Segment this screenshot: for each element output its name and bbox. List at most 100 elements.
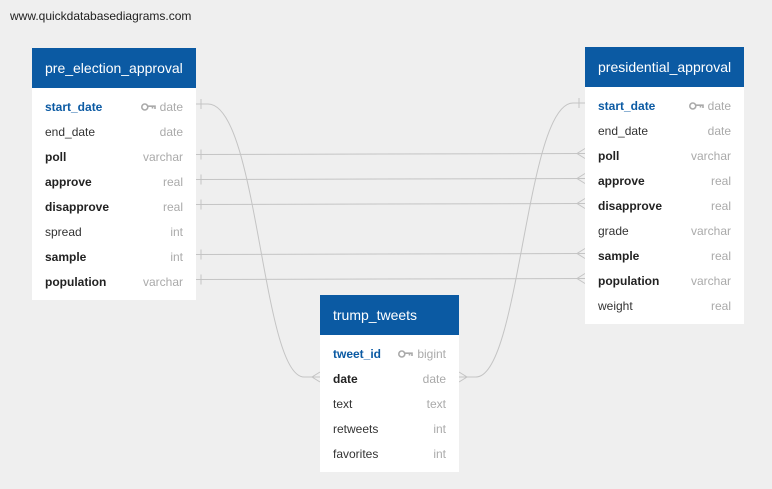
column-name: end_date <box>598 123 649 138</box>
column-name: text <box>333 396 353 411</box>
column-row[interactable]: text text <box>320 391 459 416</box>
column-row[interactable]: population varchar <box>585 268 744 293</box>
column-name: weight <box>598 298 633 313</box>
column-type-label: real <box>162 174 183 189</box>
column-row[interactable]: end_date date <box>585 118 744 143</box>
column-type: real <box>711 299 731 313</box>
watermark-text: www.quickdatabasediagrams.com <box>10 9 192 23</box>
column-type: varchar <box>143 275 183 289</box>
column-name: tweet_id <box>333 346 382 361</box>
column-type: real <box>711 249 731 263</box>
table-title[interactable]: presidential_approval <box>585 47 744 87</box>
column-row[interactable]: spread int <box>32 219 196 244</box>
column-row[interactable]: weight real <box>585 293 744 318</box>
column-type: text <box>427 397 446 411</box>
column-name: population <box>598 273 660 288</box>
column-type-label: varchar <box>142 274 183 289</box>
column-type-label: real <box>710 248 731 263</box>
column-row[interactable]: start_date date <box>32 94 196 119</box>
column-type-label: int <box>433 446 446 461</box>
column-type: real <box>711 199 731 213</box>
column-type: date <box>423 372 446 386</box>
column-row[interactable]: approve real <box>585 168 744 193</box>
column-type: int <box>433 447 446 461</box>
column-type: real <box>163 175 183 189</box>
column-name: disapprove <box>598 198 663 213</box>
column-name: end_date <box>45 124 96 139</box>
column-type-label: varchar <box>690 273 731 288</box>
column-type-label: bigint <box>417 346 446 361</box>
column-type-label: varchar <box>690 148 731 163</box>
column-type-label: real <box>710 173 731 188</box>
column-type-label: real <box>710 198 731 213</box>
column-type-label: varchar <box>142 149 183 164</box>
column-name: poll <box>598 148 620 163</box>
column-type: int <box>433 422 446 436</box>
column-row[interactable]: date date <box>320 366 459 391</box>
column-type: varchar <box>691 274 731 288</box>
column-type: real <box>163 200 183 214</box>
column-type-label: text <box>426 396 446 411</box>
primary-key-icon <box>398 349 414 358</box>
relation-approve <box>195 178 586 180</box>
column-row[interactable]: sample int <box>32 244 196 269</box>
column-type-label: int <box>170 249 183 264</box>
column-name: sample <box>598 248 640 263</box>
column-name: retweets <box>333 421 379 436</box>
primary-key-icon <box>140 102 156 111</box>
column-row[interactable]: disapprove real <box>32 194 196 219</box>
column-type-label: date <box>707 123 731 138</box>
column-type-label: int <box>433 421 446 436</box>
column-row[interactable]: favorites int <box>320 441 459 466</box>
column-row[interactable]: poll varchar <box>585 143 744 168</box>
column-name: sample <box>45 249 87 264</box>
column-row[interactable]: retweets int <box>320 416 459 441</box>
column-name: favorites <box>333 446 379 461</box>
column-type-label: date <box>707 98 731 113</box>
column-row[interactable]: start_date date <box>585 93 744 118</box>
column-name: date <box>333 371 358 386</box>
relation-sample <box>195 253 586 255</box>
column-type: int <box>170 250 183 264</box>
column-row[interactable]: end_date date <box>32 119 196 144</box>
column-name: disapprove <box>45 199 110 214</box>
column-name: approve <box>45 174 92 189</box>
column-row[interactable]: tweet_id bigint <box>320 341 459 366</box>
table-title[interactable]: pre_election_approval <box>32 48 196 88</box>
column-row[interactable]: disapprove real <box>585 193 744 218</box>
column-name: grade <box>598 223 629 238</box>
column-type-label: date <box>422 371 446 386</box>
column-type: bigint <box>398 347 446 361</box>
column-row[interactable]: sample real <box>585 243 744 268</box>
column-type-label: date <box>159 99 183 114</box>
primary-key-icon <box>688 101 704 110</box>
column-row[interactable]: approve real <box>32 169 196 194</box>
column-type: int <box>170 225 183 239</box>
column-type-label: date <box>159 124 183 139</box>
column-name: approve <box>598 173 645 188</box>
column-name: spread <box>45 224 82 239</box>
column-type: date <box>140 99 183 114</box>
column-row[interactable]: grade varchar <box>585 218 744 243</box>
column-type-label: real <box>162 199 183 214</box>
column-type: varchar <box>691 149 731 163</box>
column-name: start_date <box>598 98 656 113</box>
column-type: date <box>708 124 731 138</box>
column-type: real <box>711 174 731 188</box>
column-type-label: int <box>170 224 183 239</box>
column-type-label: varchar <box>690 223 731 238</box>
column-name: start_date <box>45 99 103 114</box>
column-type: varchar <box>143 150 183 164</box>
table-title[interactable]: trump_tweets <box>320 295 459 335</box>
column-type-label: real <box>710 298 731 313</box>
column-type: varchar <box>691 224 731 238</box>
column-name: poll <box>45 149 67 164</box>
column-type: date <box>160 125 183 139</box>
column-row[interactable]: poll varchar <box>32 144 196 169</box>
relation-pres-start-date-to-tweets-date <box>459 102 585 378</box>
